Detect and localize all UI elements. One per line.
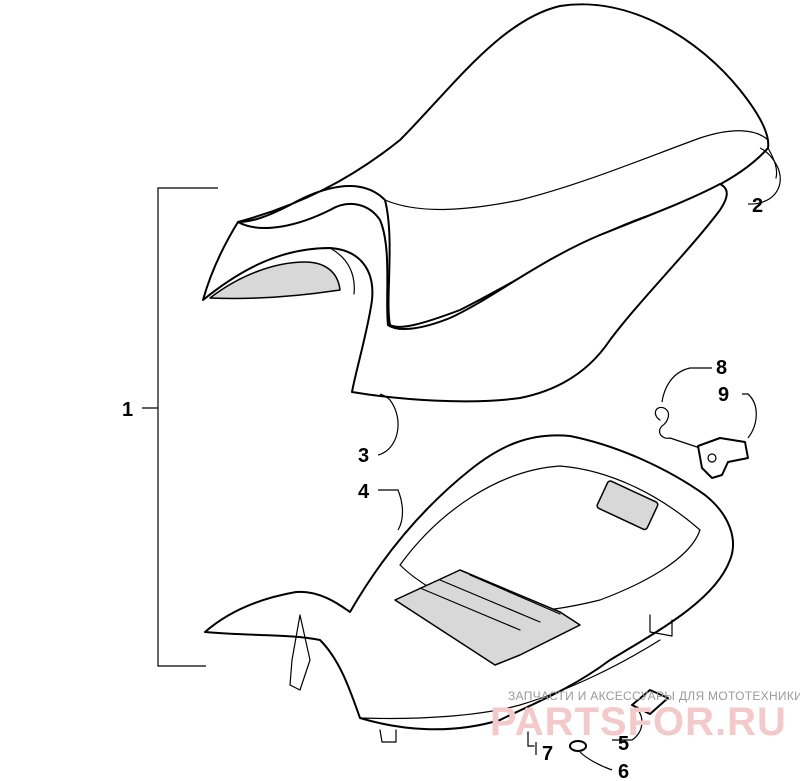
callout-4: 4 (358, 481, 370, 503)
leader-6 (579, 751, 613, 771)
callout-2: 2 (752, 195, 763, 217)
callout-5: 5 (618, 733, 629, 755)
watermark-brand: PARTSFOR.RU (490, 700, 787, 744)
hardware-part-7 (527, 731, 535, 747)
assembly-bracket (142, 187, 218, 667)
callout-3: 3 (358, 445, 369, 467)
callout-6: 6 (618, 761, 629, 781)
seat-foam-part-3 (202, 183, 728, 403)
callout-9: 9 (718, 384, 729, 406)
watermark-tagline: ЗАПЧАСТИ И АКСЕССУАРЫ ДЛЯ МОТОТЕХНИКИ (508, 689, 800, 703)
leader-4 (378, 489, 404, 531)
leader-2 (747, 147, 781, 205)
callout-8: 8 (716, 357, 727, 379)
leader-5 (612, 709, 643, 741)
hardware-part-5 (631, 689, 669, 715)
seat-base-part-4 (204, 434, 734, 743)
callout-1: 1 (122, 399, 133, 421)
callout-7: 7 (542, 743, 553, 765)
leader-9 (742, 393, 757, 439)
leader-3 (377, 393, 399, 456)
latch-part-8-9 (654, 406, 749, 479)
hardware-part-6 (569, 740, 587, 752)
leader-8 (661, 367, 712, 403)
